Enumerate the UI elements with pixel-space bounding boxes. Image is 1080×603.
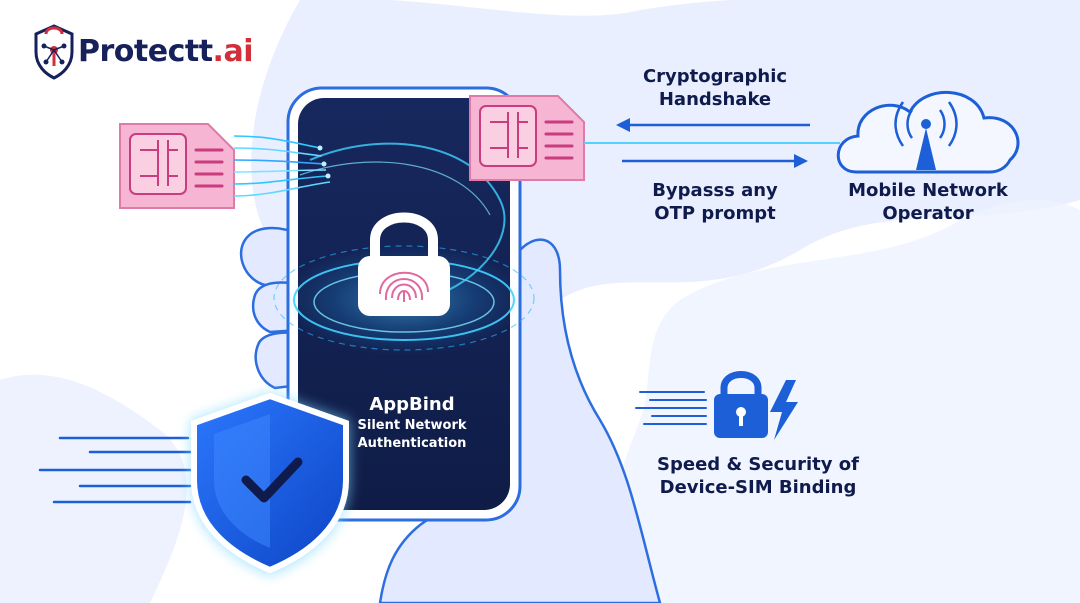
bypass-line1: Bypasss any xyxy=(652,180,778,201)
sim-card-right-icon xyxy=(469,95,585,181)
phone-title: AppBind xyxy=(369,394,455,415)
bypass-label: Bypasss any OTP prompt xyxy=(620,180,810,225)
arrow-right-icon xyxy=(794,154,808,168)
cloud-antenna-icon xyxy=(836,90,1020,174)
operator-line2: Operator xyxy=(882,202,974,224)
operator-line1: Mobile Network xyxy=(848,180,1008,201)
handshake-line2: Handshake xyxy=(658,88,772,110)
handshake-label: Cryptographic Handshake xyxy=(620,66,810,111)
connection-lines xyxy=(584,118,840,168)
phone-subtitle-line1: Silent Network xyxy=(357,418,467,433)
brand-name-main: Protectt xyxy=(78,34,213,69)
speed-lines xyxy=(38,436,192,504)
operator-label: Mobile Network Operator xyxy=(830,180,1026,225)
arrow-left-icon xyxy=(616,118,630,132)
padlock-fingerprint-icon xyxy=(358,212,450,316)
sim-card-left-icon xyxy=(119,123,235,209)
bypass-line2: OTP prompt xyxy=(654,202,776,224)
shield-check-icon xyxy=(190,392,350,576)
binding-label: Speed & Security of Device-SIM Binding xyxy=(640,454,876,499)
binding-line2: Device-SIM Binding xyxy=(659,476,857,498)
brand-name: Protectt.ai xyxy=(78,34,253,69)
phone-subtitle-line2: Authentication xyxy=(357,436,467,451)
brand-name-suffix: .ai xyxy=(212,34,254,69)
data-stream-lines xyxy=(233,135,331,197)
handshake-line1: Cryptographic xyxy=(642,66,788,87)
binding-line1: Speed & Security of xyxy=(657,454,859,475)
brand-logo-icon xyxy=(34,24,74,80)
lock-lightning-icon xyxy=(635,371,798,440)
